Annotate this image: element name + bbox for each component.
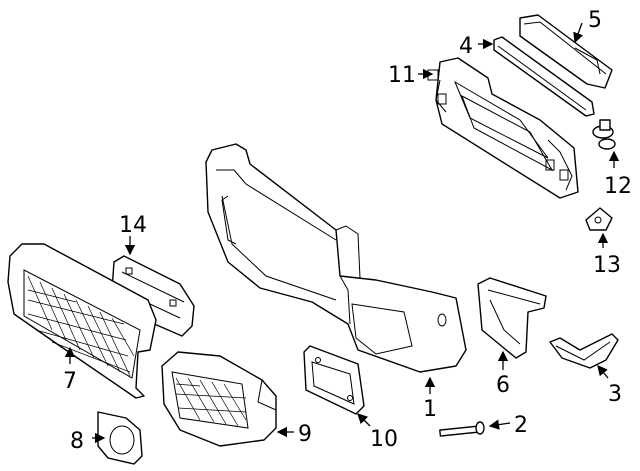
callout-12: 12 bbox=[604, 174, 632, 199]
callout-13: 13 bbox=[593, 253, 621, 278]
callout-8: 8 bbox=[70, 429, 84, 454]
callout-2: 2 bbox=[514, 413, 528, 438]
part-10-bracket-plate bbox=[303, 345, 365, 415]
part-1-bumper-cover bbox=[205, 143, 467, 373]
part-2-rivet bbox=[439, 421, 485, 437]
part-6-mounting-bracket bbox=[477, 277, 547, 359]
callout-11: 11 bbox=[388, 63, 416, 88]
part-8-fog-bezel bbox=[97, 411, 143, 465]
callout-6: 6 bbox=[496, 373, 510, 398]
leader-lines bbox=[64, 22, 620, 444]
part-13-clip-nut bbox=[585, 207, 613, 231]
callout-3: 3 bbox=[608, 382, 622, 407]
part-4-absorber-bar bbox=[493, 36, 595, 117]
callout-9: 9 bbox=[298, 422, 312, 447]
part-7-main-grille bbox=[7, 243, 157, 399]
part-5-reinforcement-strip bbox=[519, 14, 613, 89]
part-9-lower-grille bbox=[161, 351, 277, 447]
callout-7: 7 bbox=[63, 369, 77, 394]
part-3-side-deflector bbox=[549, 333, 619, 369]
callout-14: 14 bbox=[119, 213, 147, 238]
callout-5: 5 bbox=[588, 8, 602, 33]
callout-labels: 5 4 11 12 13 14 7 1 6 3 2 9 8 10 bbox=[63, 8, 632, 454]
part-12-bolt bbox=[592, 119, 616, 150]
callout-4: 4 bbox=[459, 34, 473, 59]
callout-10: 10 bbox=[370, 427, 398, 452]
callout-1: 1 bbox=[423, 397, 437, 422]
